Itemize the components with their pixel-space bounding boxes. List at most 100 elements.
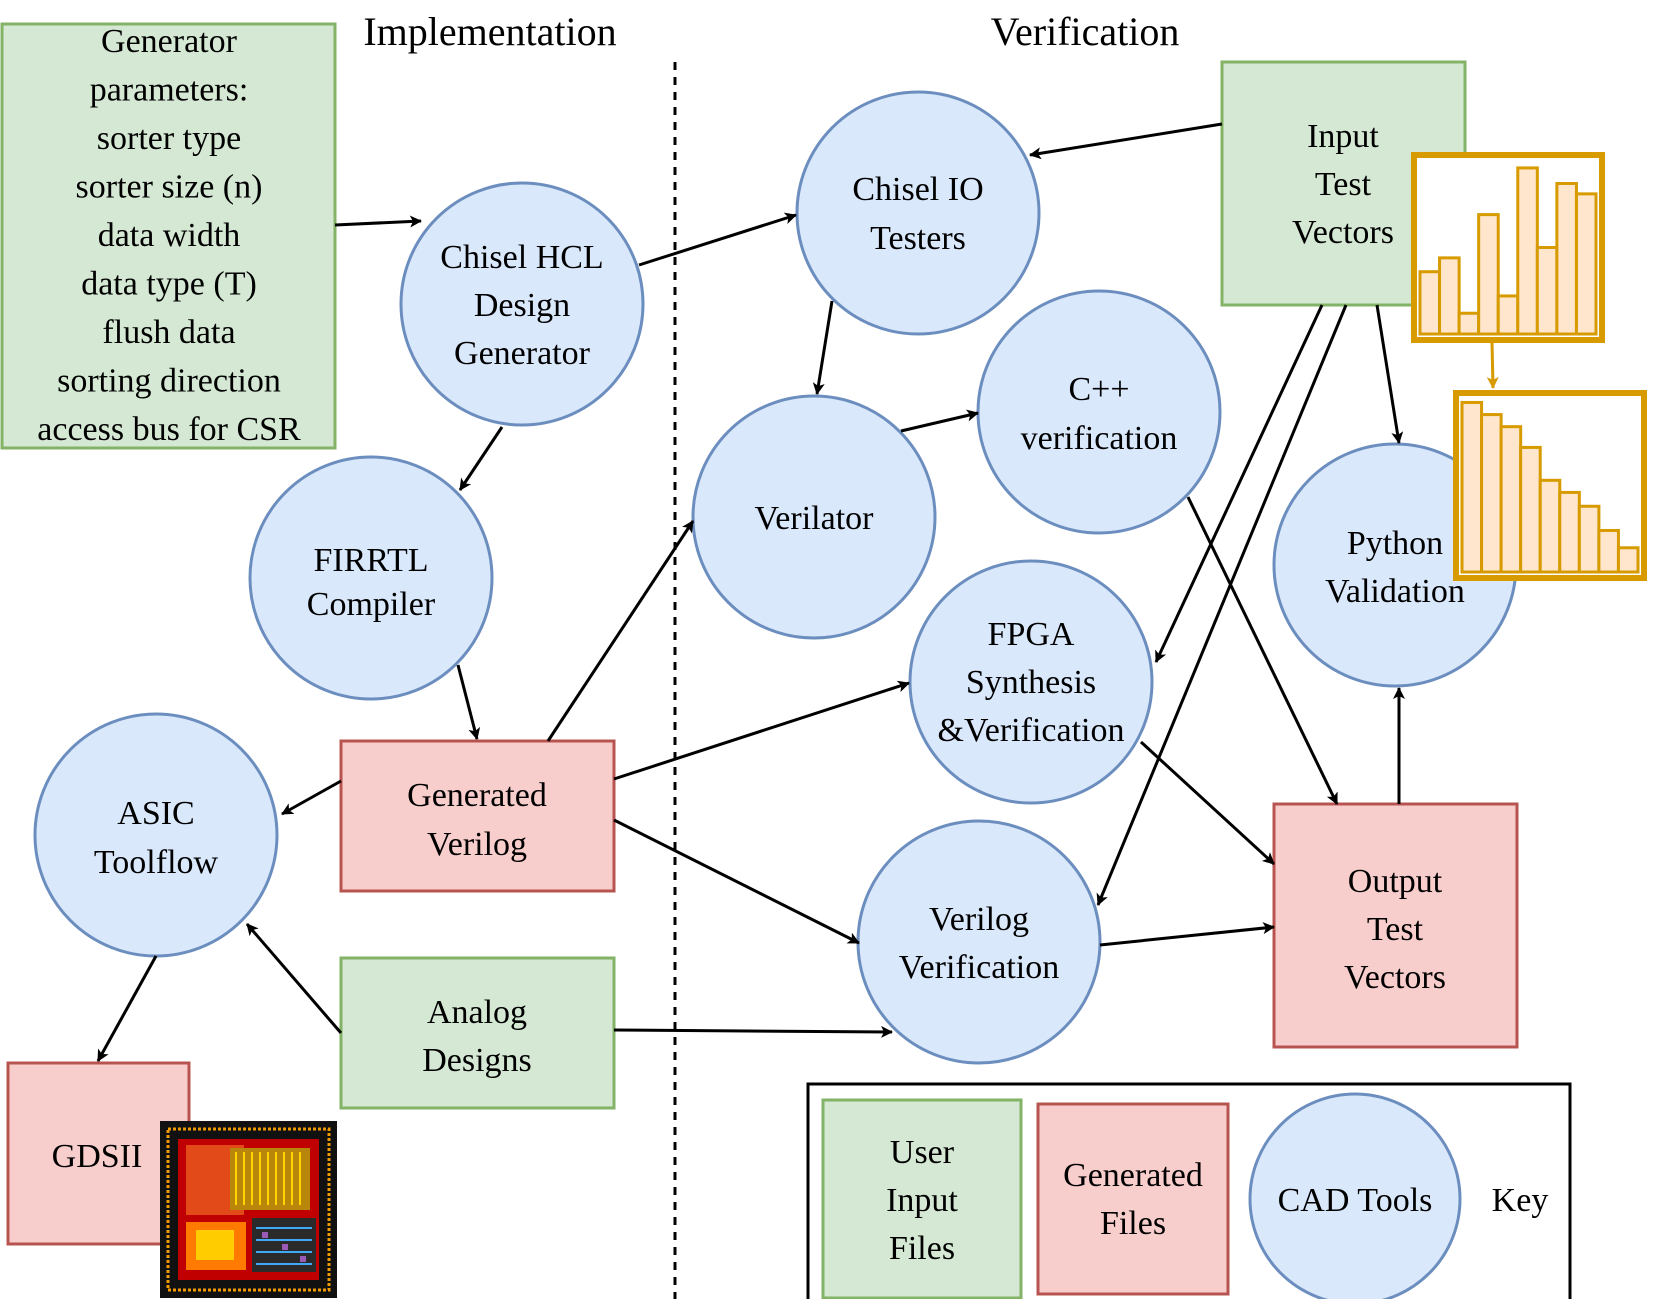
analog-designs-box xyxy=(339,956,616,1110)
sorted-histogram-bar xyxy=(1538,478,1562,574)
asic-toolflow-label: ASIC Toolflow xyxy=(94,795,219,881)
sorted-histogram-bar xyxy=(1577,504,1601,574)
verilog-verification-label-line: Verification xyxy=(899,949,1060,986)
sorted-histogram-bar xyxy=(1460,400,1484,574)
sorted-histogram xyxy=(1453,390,1647,581)
cpp-verification-label: C++ verification xyxy=(1021,371,1178,457)
verilog-verification-label-line: Verilog xyxy=(929,901,1029,938)
generator-parameters-text-line: sorter type xyxy=(97,120,241,157)
firrtl-label-line: FIRRTL xyxy=(313,542,428,579)
arrow-input-to-python xyxy=(1375,304,1404,444)
arrow-histogram-sort xyxy=(1486,341,1499,389)
fpga-synthesis-node xyxy=(908,559,1154,805)
sorted-histogram-bar xyxy=(1519,445,1542,574)
generator-parameters-box xyxy=(0,22,337,450)
verilator-label-line: Verilator xyxy=(755,500,875,537)
sorted-histogram-bar xyxy=(1558,490,1581,574)
key-user-input-label-line: User xyxy=(890,1134,955,1171)
chisel-io-label: Chisel IO Testers xyxy=(852,171,983,257)
arrow-verilogverif-to-output xyxy=(1099,922,1275,947)
asic-toolflow-node xyxy=(33,712,279,958)
gdsii-label-line: GDSII xyxy=(52,1138,143,1175)
arrow-verilog-to-asic xyxy=(281,779,342,816)
output-test-vectors-box xyxy=(1272,802,1519,1049)
generated-verilog-box xyxy=(339,739,616,893)
chisel-hcl-label-line: Design xyxy=(474,287,570,324)
unsorted-histogram-bar xyxy=(1418,270,1442,336)
generator-parameters-text-line: sorter size (n) xyxy=(76,169,263,206)
chisel-hcl-label-line: Chisel HCL xyxy=(440,239,603,276)
asic-toolflow-label-line: ASIC xyxy=(117,795,194,832)
unsorted-histogram-frame xyxy=(1411,152,1605,343)
firrtl-label-line: Compiler xyxy=(307,586,436,623)
unsorted-histogram-bar xyxy=(1496,294,1520,336)
fpga-label-line: Synthesis xyxy=(966,664,1096,701)
arrow-chisel-to-firrtl xyxy=(458,426,504,491)
fpga-label-line: FPGA xyxy=(988,616,1075,653)
sorted-histogram-bar xyxy=(1616,546,1640,574)
chisel-io-label-line: Chisel IO xyxy=(852,171,983,208)
implementation-header: Implementation xyxy=(363,9,616,54)
generated-verilog-label-line: Generated xyxy=(407,777,547,814)
key-title-label: Key xyxy=(1492,1182,1549,1219)
arrow-verilog-to-verilator xyxy=(546,520,695,742)
unsorted-histogram-bar xyxy=(1457,311,1481,336)
key-cad-tools-label: CAD Tools xyxy=(1278,1182,1433,1219)
generator-parameters-text-line: parameters: xyxy=(90,72,249,109)
key-generated-files-swatch xyxy=(1036,1102,1230,1296)
analog-designs-label-line: Analog xyxy=(427,994,527,1031)
arrow-analog-to-asic xyxy=(245,923,343,1034)
generator-parameters-text-line: flush data xyxy=(102,314,235,351)
analog-designs-label-line: Designs xyxy=(422,1042,532,1079)
arrow-analog-to-verilogverif xyxy=(613,1025,893,1038)
key-user-input-label-line: Files xyxy=(889,1230,955,1267)
arrow-input-to-verilogverif xyxy=(1096,304,1348,906)
sorted-histogram-bar xyxy=(1597,528,1620,574)
gdsii-chip-image xyxy=(160,1121,337,1298)
unsorted-histogram-bar xyxy=(1516,166,1539,336)
arrow-verilog-to-fpga xyxy=(613,680,910,781)
arrow-fpga-to-output xyxy=(1139,740,1276,866)
generated-verilog-label-line: Verilog xyxy=(427,826,527,863)
firrtl-label: FIRRTL Compiler xyxy=(307,542,436,623)
asic-toolflow-label-line: Toolflow xyxy=(94,844,219,881)
generator-parameters-text-line: data width xyxy=(98,217,241,254)
verilator-label: Verilator xyxy=(755,500,875,537)
verilator-node xyxy=(691,394,937,640)
chisel-io-testers-node xyxy=(795,90,1041,336)
key-user-input-label-line: Input xyxy=(886,1182,958,1219)
key-cad-tools-label-line: CAD Tools xyxy=(1278,1182,1433,1219)
input-test-vectors-label-line: Test xyxy=(1315,166,1372,203)
cpp-verification-node xyxy=(976,289,1222,535)
arrow-firrtl-to-verilog xyxy=(456,664,481,740)
cpp-verification-label-line: verification xyxy=(1021,420,1178,457)
arrow-chisel-to-chiselio xyxy=(638,212,797,267)
unsorted-histogram-bar xyxy=(1535,246,1559,336)
cpp-verification-label-line: C++ xyxy=(1068,371,1129,408)
generator-parameters-text-line: data type (T) xyxy=(81,266,257,303)
unsorted-histogram-bar xyxy=(1555,181,1578,336)
input-test-vectors-label-line: Input xyxy=(1307,118,1379,155)
key-title-label-line: Key xyxy=(1492,1182,1549,1219)
key-generated-files-label-line: Generated xyxy=(1063,1157,1203,1194)
chisel-io-label-line: Testers xyxy=(870,220,966,257)
output-test-vectors-label-line: Test xyxy=(1367,911,1424,948)
firrtl-compiler-node xyxy=(248,455,494,701)
key-user-input-swatch xyxy=(821,1098,1023,1299)
verilog-verification-node xyxy=(856,819,1102,1065)
python-validation-label-line: Validation xyxy=(1325,573,1465,610)
chisel-hcl-label-line: Generator xyxy=(454,335,591,372)
arrow-verilator-to-cpp xyxy=(900,409,979,433)
arrow-verilog-to-verilogverif xyxy=(613,818,860,945)
fpga-label-line: &Verification xyxy=(938,712,1125,749)
fpga-label: FPGA Synthesis&Verification xyxy=(938,616,1125,749)
output-test-vectors-label-line: Vectors xyxy=(1344,959,1446,996)
